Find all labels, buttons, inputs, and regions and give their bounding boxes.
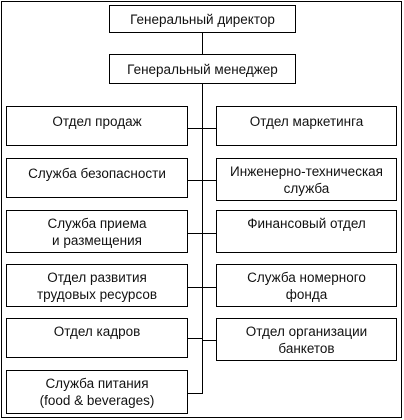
node-label: Генеральный менеджер (127, 61, 278, 77)
connector-right-2 (202, 233, 216, 234)
node-engineering-service: Инженерно-техническая служба (216, 158, 397, 201)
node-reception-service: Служба приема и размещения (6, 210, 188, 253)
node-label-line2: банкетов (278, 340, 335, 356)
connector-left-2 (188, 233, 202, 234)
node-label-line2: трудовых ресурсов (36, 286, 158, 302)
connector-left-5 (188, 393, 202, 394)
node-general-manager: Генеральный менеджер (109, 54, 296, 84)
connector-left-4 (188, 338, 202, 339)
node-banquet-department: Отдел организации банкетов (216, 318, 397, 361)
node-label-line1: Инженерно-техническая (230, 163, 383, 179)
connector-left-3 (188, 287, 202, 288)
node-hr-development: Отдел развития трудовых ресурсов (6, 264, 188, 307)
node-label-line2: фонда (285, 286, 328, 302)
connector-right-1 (202, 180, 216, 181)
node-security-service: Служба безопасности (6, 158, 188, 198)
node-marketing-department: Отдел маркетинга (216, 106, 397, 146)
node-label-line1: Служба питания (45, 376, 149, 391)
node-label-line2: и размещения (52, 232, 142, 248)
node-sales-department: Отдел продаж (6, 106, 188, 146)
connector-right-0 (202, 128, 216, 129)
connector-left-0 (188, 128, 202, 129)
node-label: Финансовый отдел (247, 216, 366, 231)
node-label-line1: Служба приема (47, 215, 147, 231)
node-label: Отдел кадров (53, 324, 141, 339)
node-label: Генеральный директор (130, 11, 275, 27)
node-label: Служба безопасности (28, 166, 166, 181)
node-finance-department: Финансовый отдел (216, 210, 397, 253)
node-label-line1: Служба номерного (247, 269, 366, 285)
connector-left-1 (188, 180, 202, 181)
node-rooms-service: Служба номерного фонда (216, 264, 397, 307)
node-label-line1: Отдел организации (245, 323, 368, 339)
connector-right-4 (202, 340, 216, 341)
connector-trunk (202, 84, 203, 394)
node-general-director: Генеральный директор (109, 5, 296, 33)
node-label-line1: Отдел развития (47, 269, 147, 285)
connector-ceo-gm (202, 33, 203, 54)
node-food-service: Служба питания (food & beverages) (6, 370, 188, 414)
connector-right-3 (202, 287, 216, 288)
node-personnel-department: Отдел кадров (6, 318, 188, 358)
node-label: Отдел продаж (52, 114, 142, 129)
node-label: Отдел маркетинга (249, 114, 364, 129)
node-label-line2: (food & beverages) (39, 393, 155, 408)
node-label-line2: служба (283, 180, 330, 196)
